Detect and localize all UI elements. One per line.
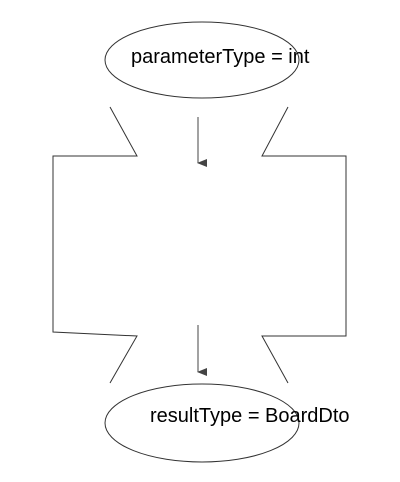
mapper-frame-left-bracket — [52, 106, 138, 384]
mapper-frame-right-bracket — [261, 106, 347, 384]
parameter-type-ellipse — [104, 21, 300, 99]
parameter-type-node: parameterType = int — [104, 21, 310, 99]
parameter-type-label: parameterType = int — [131, 46, 310, 68]
mapper-frame-node — [52, 106, 347, 384]
result-type-node: resultType = BoardDto — [104, 383, 350, 463]
result-type-ellipse — [104, 383, 300, 463]
result-type-label: resultType = BoardDto — [150, 405, 350, 427]
